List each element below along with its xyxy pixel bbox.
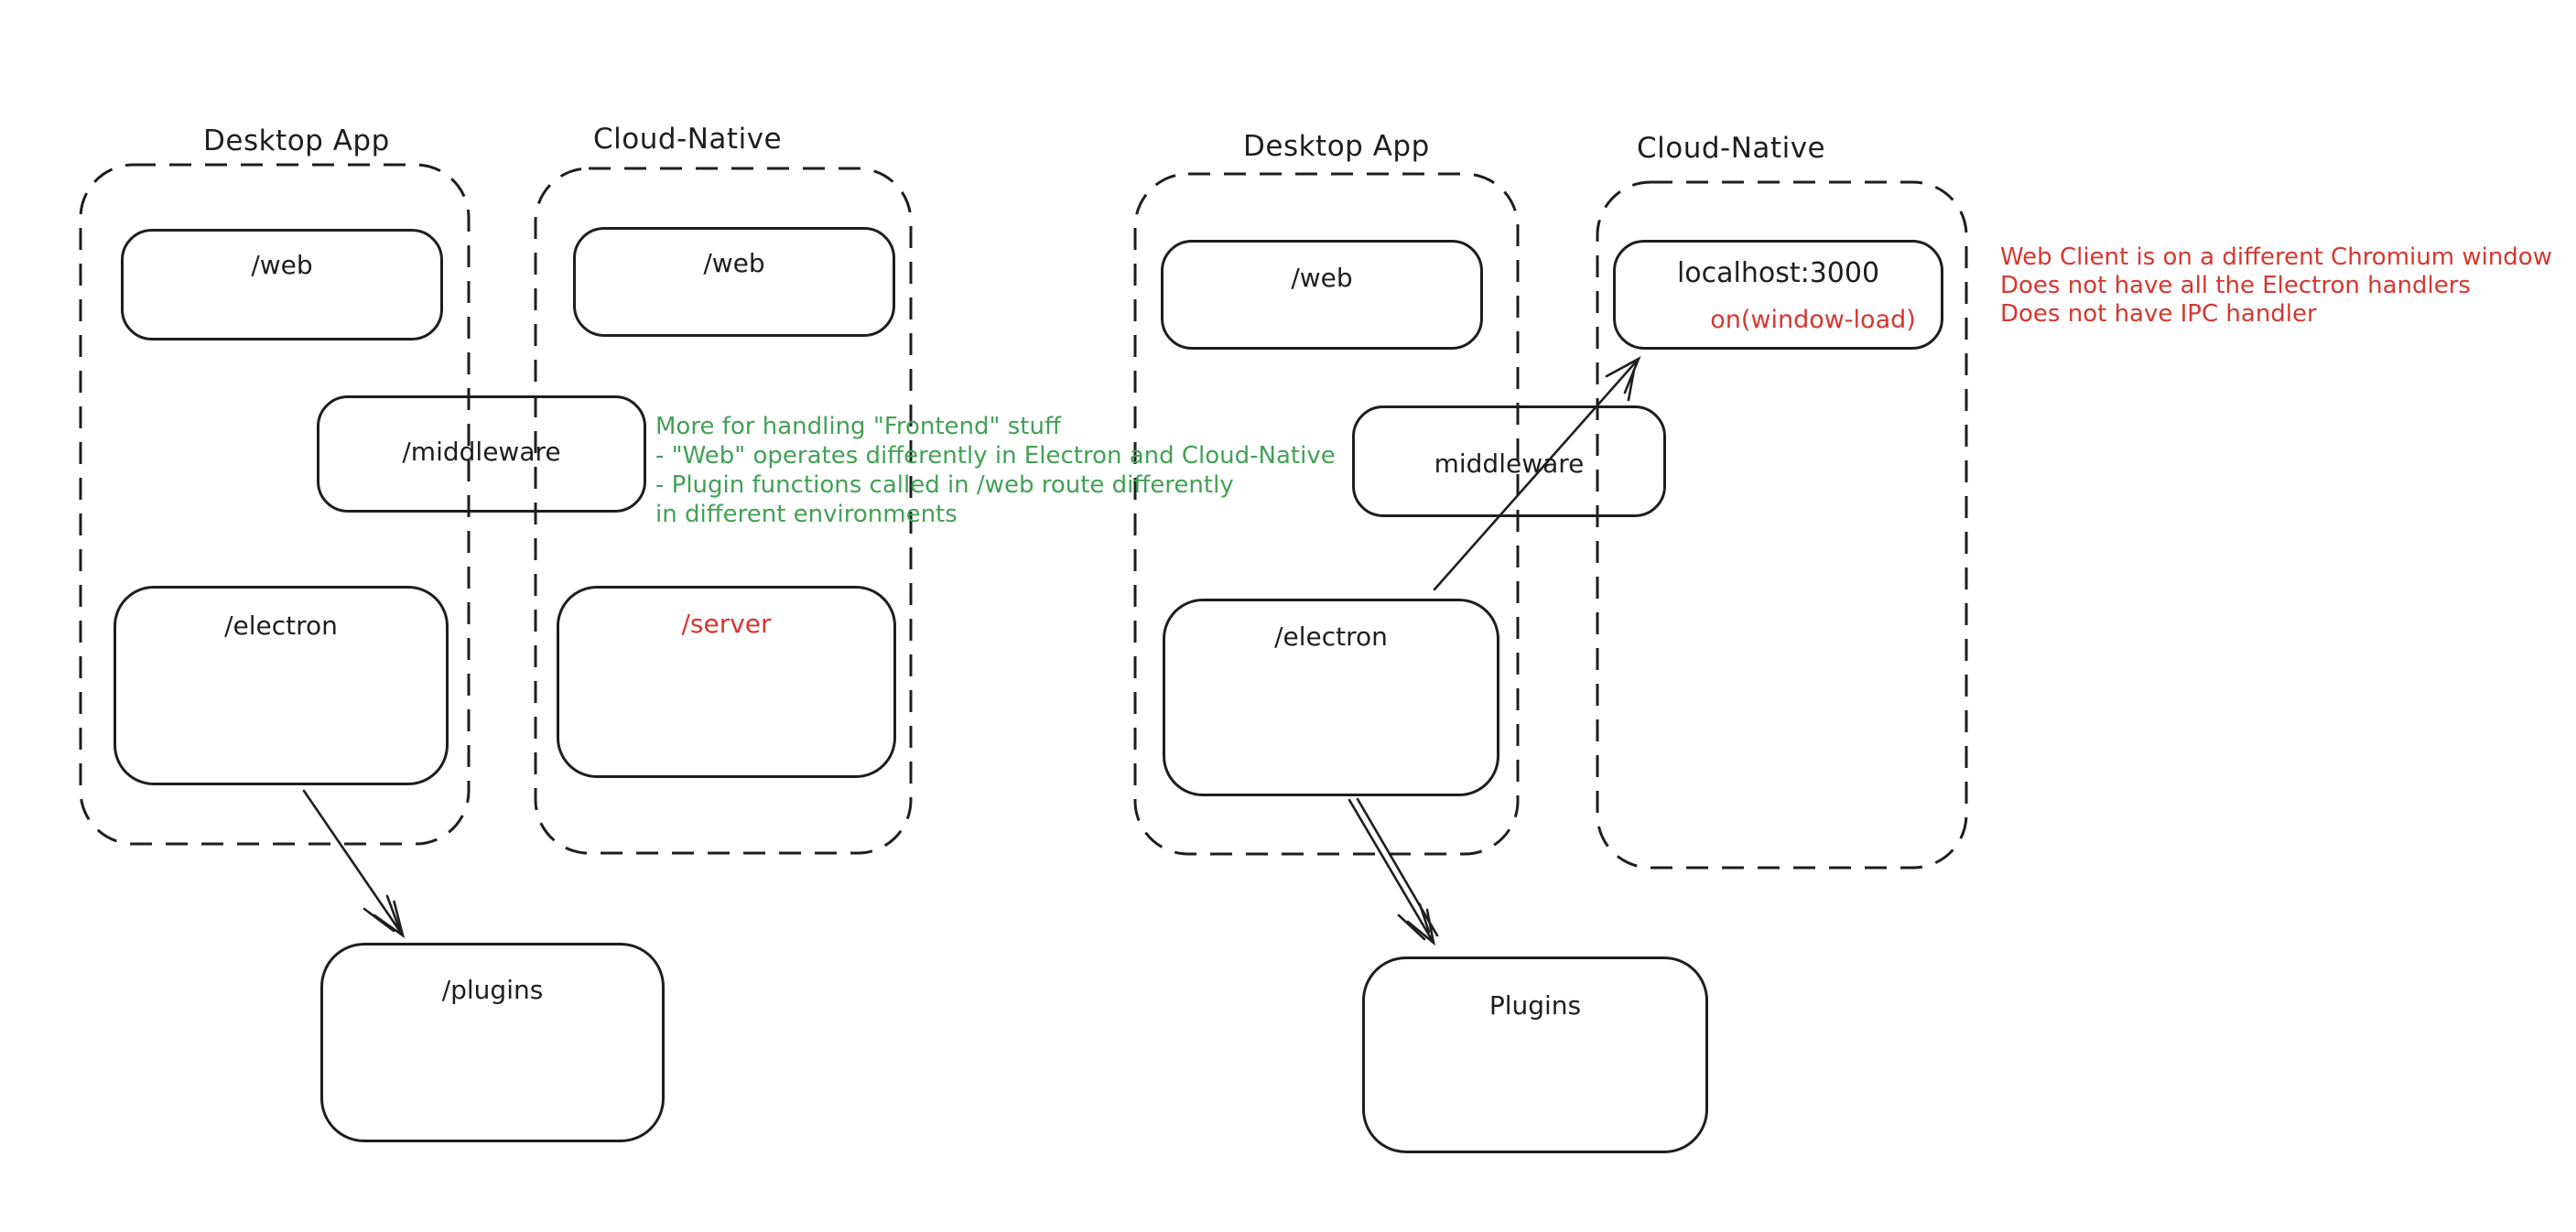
green-annotation: More for handling "Frontend" stuff - "We… [655,412,1336,529]
green-annotation-line: More for handling "Frontend" stuff [655,413,1061,440]
left-cloud-label: Cloud-Native [593,123,783,156]
arrow-left-electron-to-plugins [302,789,406,939]
box-right-localhost: localhost:3000 on(window-load) [1613,240,1943,350]
red-annotation-line: Does not have IPC handler [2000,300,2317,328]
box-right-plugins-label: Plugins [1488,990,1582,1021]
box-left-web-desktop-label: /web [251,250,313,280]
right-desktop-label: Desktop App [1243,130,1430,163]
red-annotation-line: Web Client is on a different Chromium wi… [2000,243,2552,271]
box-left-electron: /electron [114,586,449,785]
box-right-localhost-label: localhost:3000 [1676,257,1880,289]
box-left-web-desktop: /web [121,229,443,340]
box-left-electron-label: /electron [224,611,338,641]
arrow-right-electron-to-plugins [1348,797,1439,946]
box-left-server: /server [557,586,896,778]
box-right-web-label: /web [1291,263,1353,293]
red-annotation: Web Client is on a different Chromium wi… [2000,243,2552,329]
box-right-middleware: middleware [1352,405,1666,517]
red-annotation-line: Does not have all the Electron handlers [2000,272,2471,299]
box-left-middleware: /middleware [317,395,646,513]
box-left-plugins: /plugins [320,943,665,1142]
box-left-web-cloud-label: /web [703,248,765,278]
box-left-server-label: /server [681,609,772,639]
box-left-web-cloud: /web [573,227,895,337]
box-right-middleware-label: middleware [1434,448,1585,479]
green-annotation-line: in different environments [655,501,958,528]
right-cloud-label: Cloud-Native [1637,132,1826,165]
box-right-window-load-label: on(window-load) [1710,306,1916,334]
box-left-plugins-label: /plugins [441,975,544,1005]
box-right-electron-label: /electron [1274,621,1388,652]
box-right-electron: /electron [1163,599,1499,796]
box-right-plugins: Plugins [1362,956,1708,1153]
left-desktop-label: Desktop App [203,124,390,157]
box-right-web: /web [1161,240,1483,350]
box-left-middleware-label: /middleware [402,437,561,467]
green-annotation-line: - Plugin functions called in /web route … [655,471,1234,499]
green-annotation-line: - "Web" operates differently in Electron… [655,442,1336,470]
